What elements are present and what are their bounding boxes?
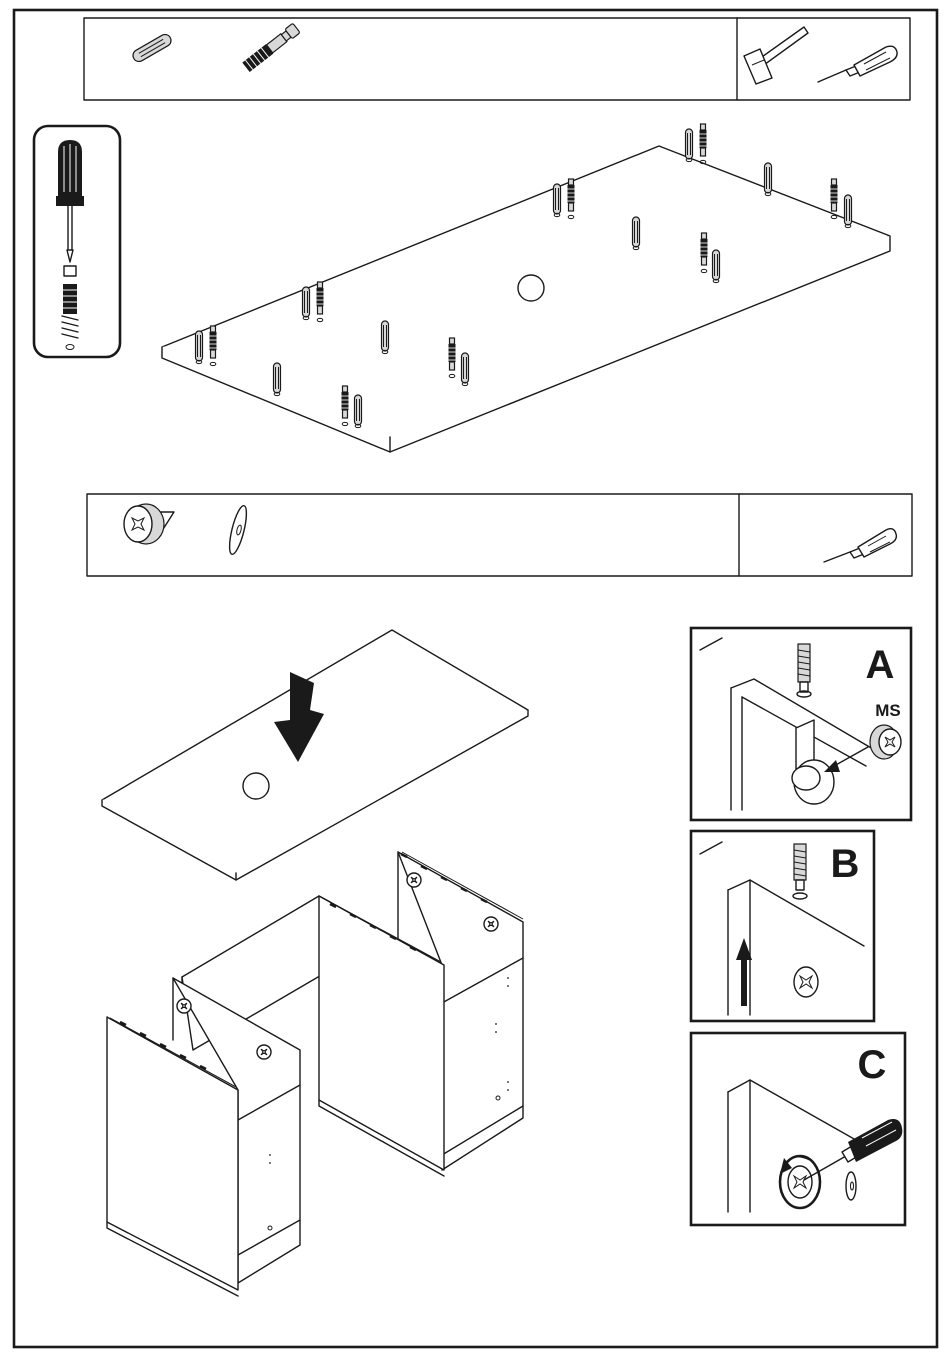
left-pedestal-cabinet [107, 978, 300, 1296]
screwdriver-icon [56, 140, 84, 262]
screwdriver-icon [824, 529, 896, 562]
cover-cap-icon [226, 504, 250, 555]
screwdriver-icon [818, 46, 897, 82]
parts-box-cam-locks [87, 494, 912, 576]
center-divider-panel [319, 896, 444, 1176]
cam-lock-icon [794, 967, 818, 997]
step-a-label: A [866, 643, 895, 687]
main-assembly-illustration [102, 630, 528, 1296]
cam-bolt-icon [242, 23, 300, 72]
detail-a-panel: A MS [691, 628, 911, 820]
cam-bolt-icon [62, 266, 78, 350]
cam-lock-icon [870, 725, 901, 759]
desktop-panel [102, 630, 528, 880]
parts-box-dowels-cam-bolts [84, 18, 910, 100]
cam-bolt-insertion-detail [34, 126, 120, 357]
detail-c-panel: C [691, 1033, 905, 1225]
screwdriver-icon [804, 1119, 902, 1180]
cam-bolt-icon [797, 644, 811, 697]
cam-bolt-icon [793, 844, 807, 899]
step-b-label: B [831, 842, 860, 886]
insert-arrow-icon [834, 747, 868, 766]
hammer-icon [744, 27, 808, 84]
detail-b-panel: B [691, 831, 874, 1021]
wooden-dowel-icon [131, 32, 173, 63]
cam-lock-icon [124, 504, 174, 544]
desktop-panel-with-fittings [162, 124, 890, 452]
step-c-label: C [858, 1043, 887, 1087]
ms-part-code: MS [875, 701, 901, 720]
cover-cap-icon [846, 1172, 856, 1200]
